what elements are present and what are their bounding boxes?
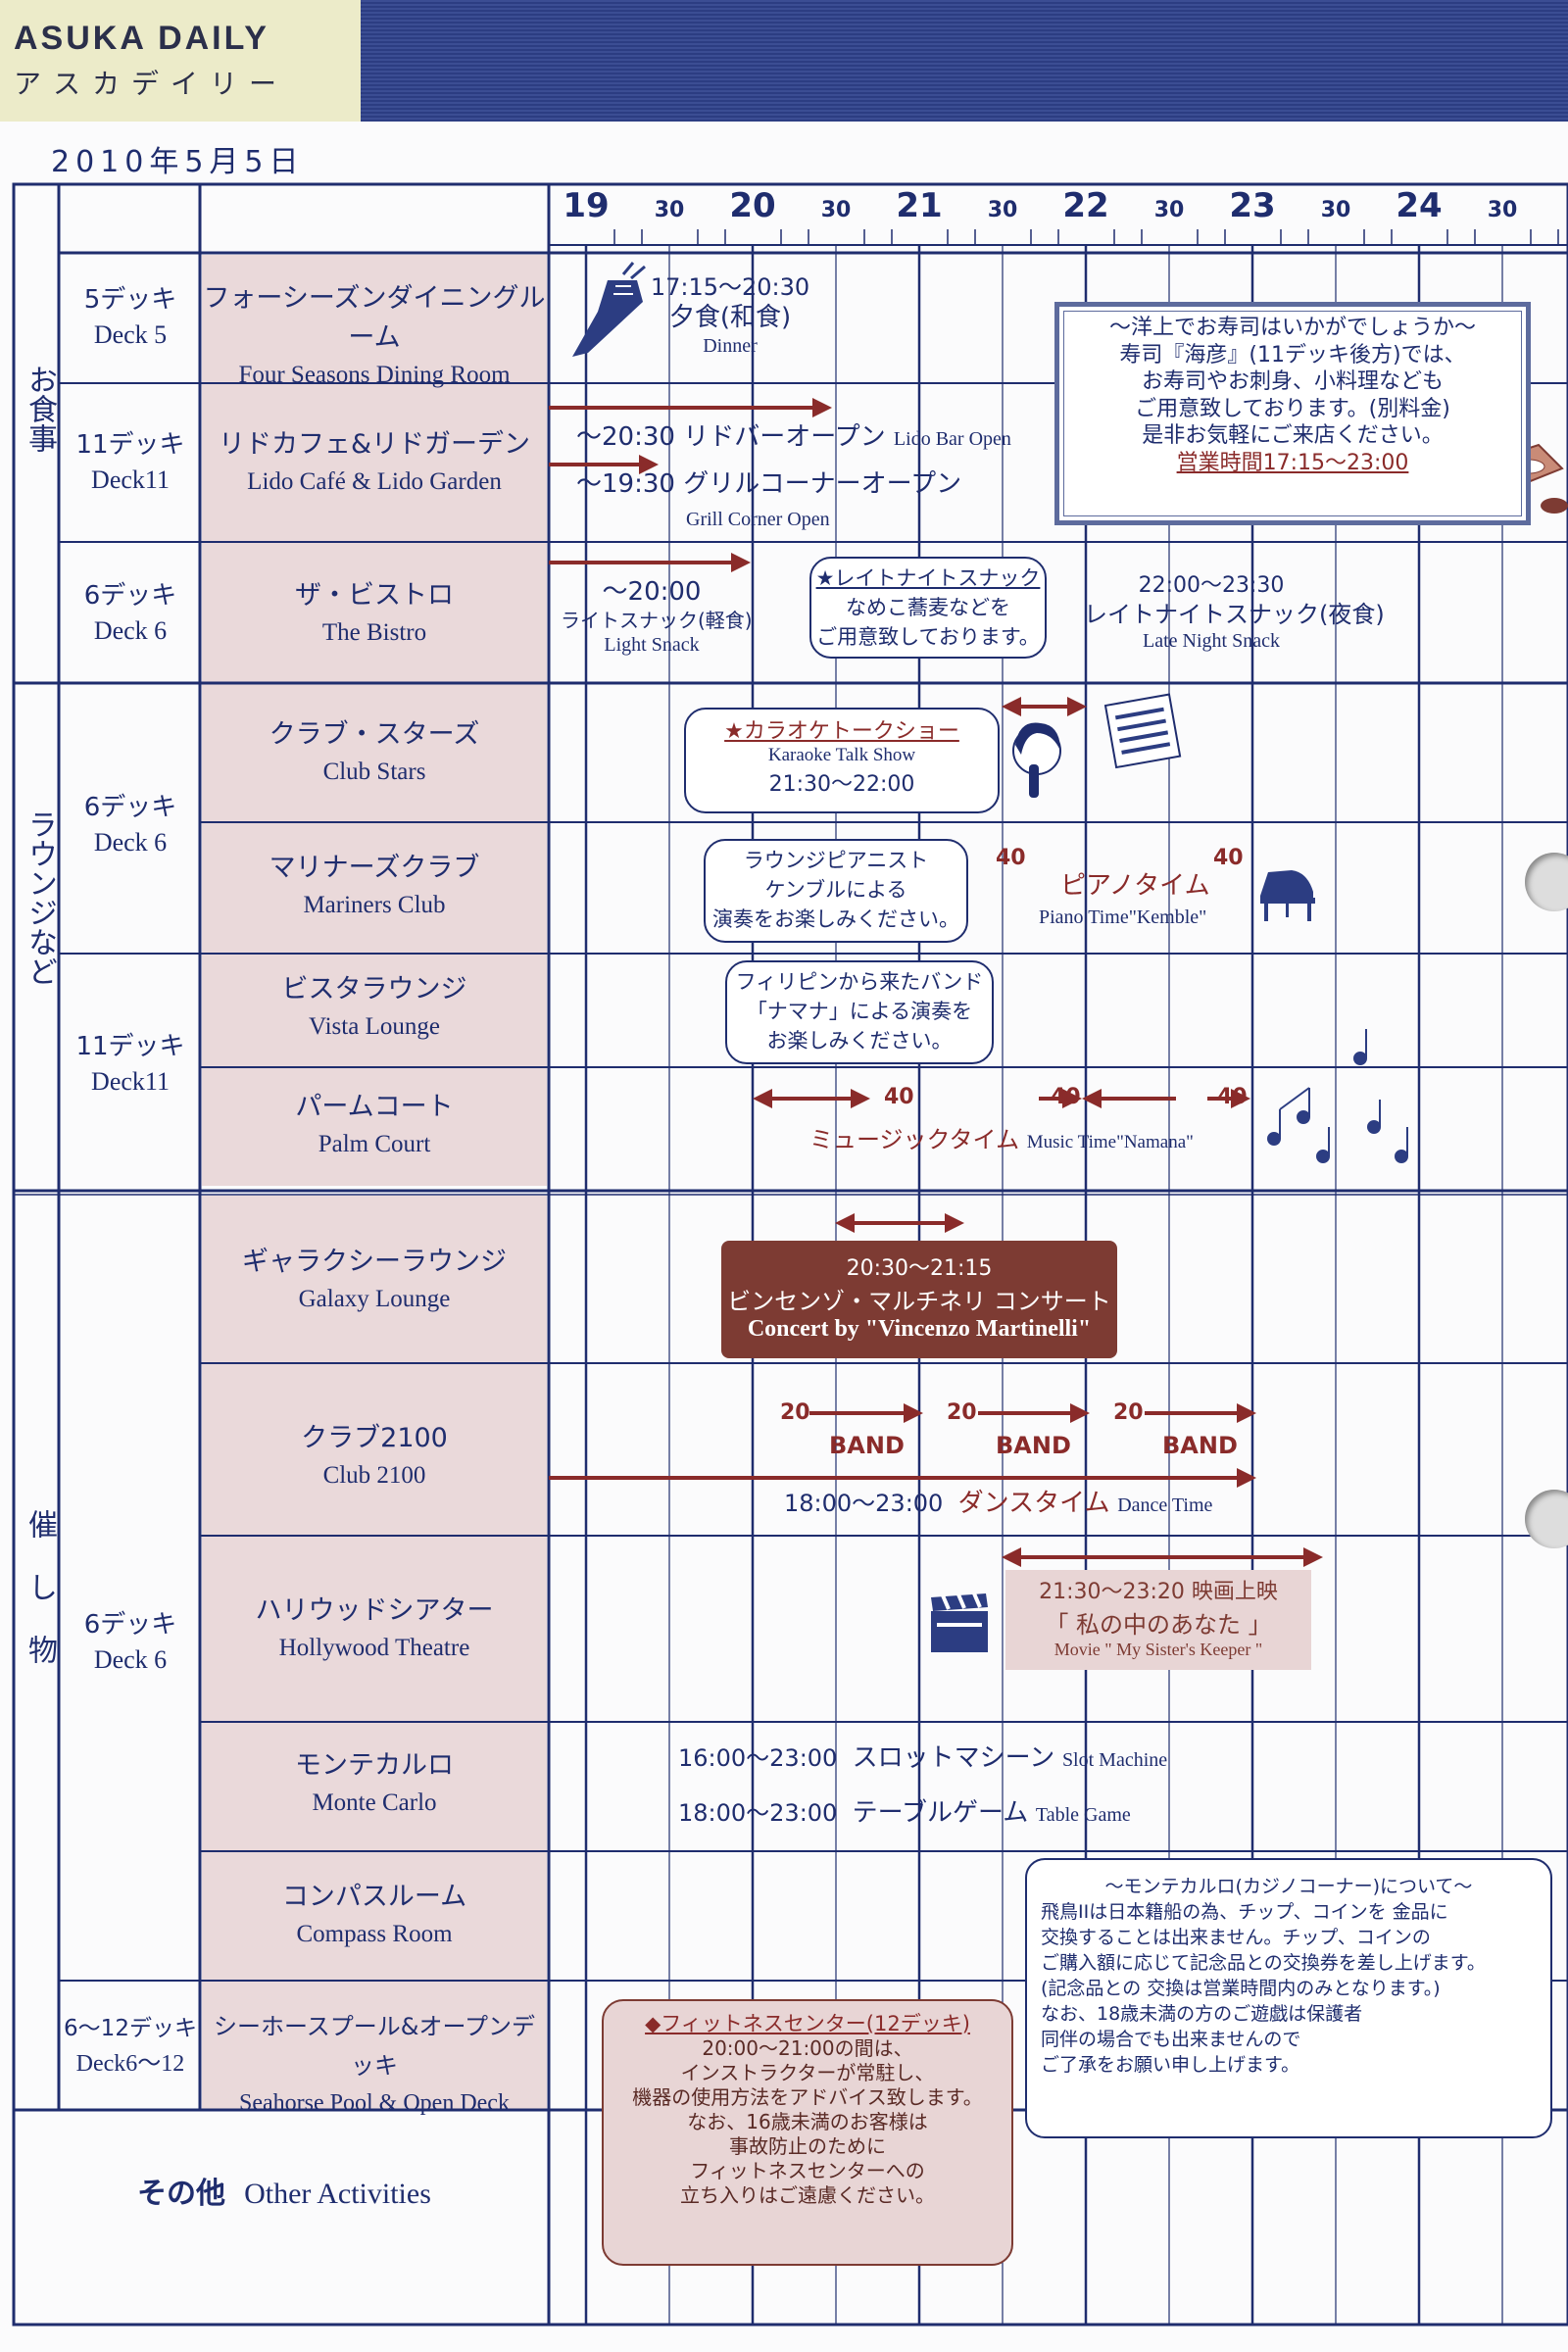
- band-label: BAND: [1162, 1432, 1238, 1459]
- schedule-date: 2010年5月5日: [51, 145, 305, 179]
- binder-hole: [1525, 1490, 1568, 1548]
- hour-label: 19: [563, 186, 610, 225]
- band-poster-icon: [1103, 693, 1182, 769]
- piano-end-minute: 40: [1213, 846, 1244, 870]
- masthead-title-jp: アスカデイリー: [14, 68, 289, 100]
- band-label: BAND: [829, 1432, 905, 1459]
- piano-time-title: ピアノタイム: [1060, 871, 1210, 901]
- sushi-notice: 〜洋上でお寿司はいかがでしょうか〜 寿司『海彦』(11デッキ後方)では、 お寿司…: [1054, 302, 1531, 525]
- half-hour-label: 30: [1153, 198, 1185, 222]
- movie-box: 21:30〜23:20 映画上映 「 私の中のあなた 」 Movie " My …: [1005, 1570, 1311, 1670]
- slot-machine-event: 16:00〜23:00 スロットマシーン Slot Machine: [678, 1743, 1168, 1773]
- table-game-event: 18:00〜23:00 テーブルゲーム Table Game: [678, 1798, 1131, 1828]
- binder-hole: [1525, 853, 1568, 911]
- grand-piano-icon: [1260, 870, 1315, 921]
- sushi-logo-text: 海彦: [1080, 469, 1124, 494]
- time-arrows: [549, 398, 1323, 1567]
- category-dining: お食事: [23, 365, 57, 453]
- category-events: 催し物: [23, 1509, 57, 1697]
- dinner-event: 17:15〜20:30 夕食(和食) Dinner: [650, 273, 810, 357]
- category-lounges: ラウンジなど: [23, 809, 57, 986]
- masthead: ASUKA DAILY アスカデイリー: [0, 0, 361, 122]
- music-minute: 40: [1051, 1085, 1081, 1109]
- hour-label: 24: [1396, 186, 1443, 225]
- lido-bar-event: 〜20:30 リドバーオープン Lido Bar Open: [576, 422, 1011, 452]
- other-activities-label: その他 Other Activities: [137, 2177, 431, 2211]
- venue-cell-shading: [202, 255, 547, 2109]
- band-minute: 20: [1113, 1400, 1144, 1425]
- piano-time-en: Piano Time"Kemble": [1039, 906, 1207, 928]
- concert-box: 20:30〜21:15 ビンセンゾ・マルチネリ コンサート Concert by…: [721, 1241, 1117, 1358]
- light-snack-event: 〜20:00 ライトスナック(軽食) Light Snack: [561, 577, 753, 656]
- half-hour-label: 30: [1487, 198, 1518, 222]
- band-minute: 20: [947, 1400, 977, 1425]
- casino-notice-text: 〜モンテカルロ(カジノコーナー)について〜 飛鳥IIは日本籍船の為、チップ、コイ…: [1041, 1876, 1486, 2076]
- fitness-notice-text: ◆フィットネスセンター(12デッキ) 20:00〜21:00の間は、 インストラ…: [632, 2012, 983, 2208]
- hour-label: 22: [1062, 186, 1109, 225]
- singer-icon: [1012, 722, 1061, 798]
- hour-label: 23: [1229, 186, 1276, 225]
- casino-notice: 〜モンテカルロ(カジノコーナー)について〜 飛鳥IIは日本籍船の為、チップ、コイ…: [1025, 1858, 1552, 2138]
- music-notes-icon: [1267, 1029, 1408, 1163]
- clapperboard-icon: [931, 1592, 988, 1652]
- pianist-bubble: ラウンジピアニスト ケンブルによる 演奏をお楽しみください。: [704, 839, 968, 943]
- half-hour-label: 30: [820, 198, 852, 222]
- chopsticks-icon: [572, 262, 646, 357]
- fitness-notice: ◆フィットネスセンター(12デッキ) 20:00〜21:00の間は、 インストラ…: [602, 1999, 1013, 2266]
- karaoke-bubble: ★カラオケトークショー Karaoke Talk Show 21:30〜22:0…: [684, 708, 1000, 813]
- grill-corner-event: 〜19:30 グリルコーナーオープン: [576, 469, 962, 499]
- hour-label: 21: [896, 186, 943, 225]
- band-bubble: フィリピンから来たバンド 「ナマナ」による演奏を お楽しみください。: [725, 960, 994, 1064]
- band-label: BAND: [996, 1432, 1071, 1459]
- music-time-event: ミュージックタイム Music Time"Namana": [809, 1126, 1194, 1153]
- sushi-notice-text: 〜洋上でお寿司はいかがでしょうか〜 寿司『海彦』(11デッキ後方)では、 お寿司…: [1059, 315, 1526, 476]
- music-minute: 40: [884, 1085, 914, 1109]
- late-night-bubble: ★レイトナイトスナック なめこ蕎麦などを ご用意致しております。: [809, 557, 1047, 659]
- hour-label: 20: [729, 186, 776, 225]
- music-minute: 40: [1217, 1085, 1248, 1109]
- grill-corner-en: Grill Corner Open: [686, 509, 830, 530]
- band-minute: 20: [780, 1400, 810, 1425]
- piano-start-minute: 40: [996, 846, 1026, 870]
- dance-time-event: 18:00〜23:00 ダンスタイム Dance Time: [784, 1489, 1213, 1518]
- half-hour-label: 30: [987, 198, 1018, 222]
- header-band: [361, 0, 1568, 122]
- sushi-hours: 営業時間17:15〜23:00: [1176, 450, 1409, 475]
- masthead-title-en: ASUKA DAILY: [14, 20, 270, 57]
- late-night-snack-event: 22:00〜23:30 レイトナイトスナック(夜食) Late Night Sn…: [1084, 573, 1385, 652]
- half-hour-label: 30: [1320, 198, 1351, 222]
- half-hour-label: 30: [654, 198, 685, 222]
